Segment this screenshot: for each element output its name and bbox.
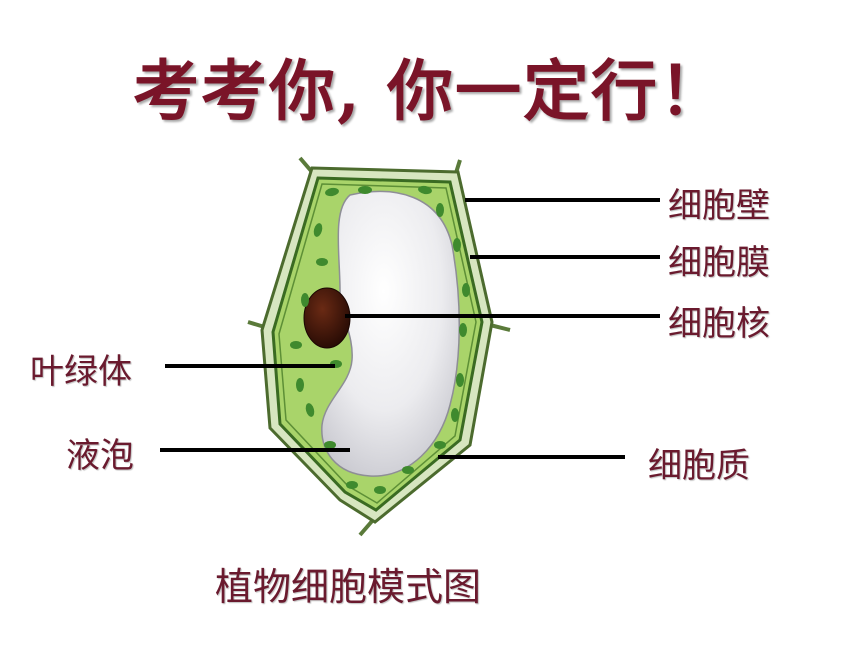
diagram-caption: 植物细胞模式图 [215, 565, 482, 609]
chloroplasts [290, 185, 470, 494]
label-nucleus: 细胞核 [668, 304, 770, 344]
label-cell-wall: 细胞壁 [668, 186, 770, 226]
label-cytoplasm: 细胞质 [648, 446, 750, 486]
cell-membrane-line [278, 183, 477, 504]
label-cell-membrane: 细胞膜 [668, 243, 770, 283]
label-chloroplast: 叶绿体 [30, 352, 132, 392]
page-title: 考考你, 你一定行！ [133, 52, 727, 130]
nucleus [303, 287, 351, 349]
label-vacuole: 液泡 [66, 436, 134, 476]
